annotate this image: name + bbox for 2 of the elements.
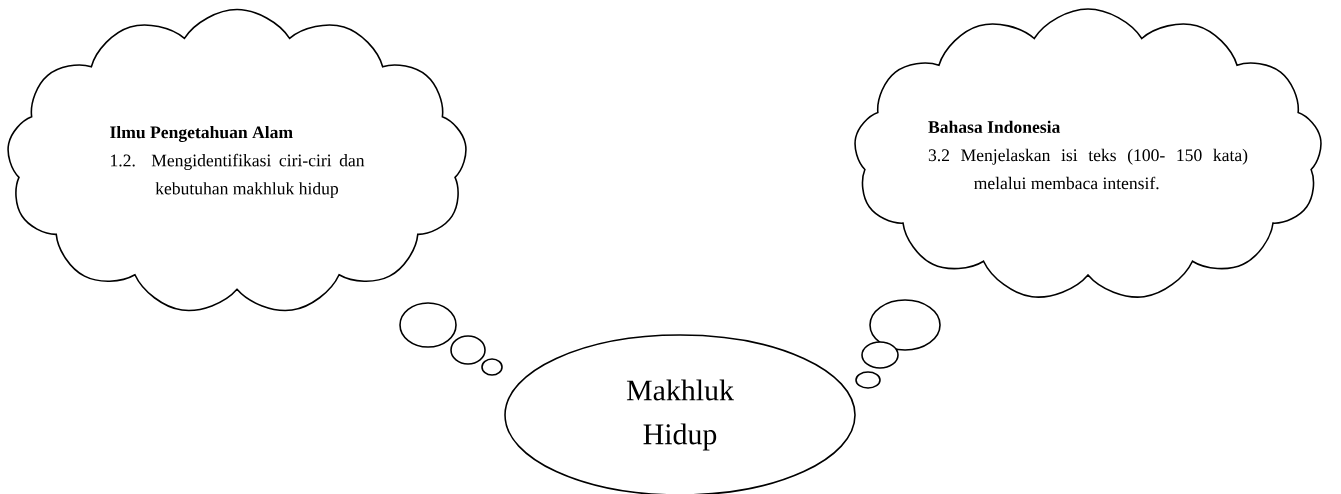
cloud-callout: Ilmu Pengetahuan Alam 1.2. Mengidentifikasi ciri-ciri dan kebutuhan makhluk hidup bbox=[7, 8, 467, 312]
cloud-callout: Bahasa Indonesia 3.2 Menjelaskan isi teks (100- 150 kata) melalui membaca intensif. bbox=[854, 8, 1322, 298]
